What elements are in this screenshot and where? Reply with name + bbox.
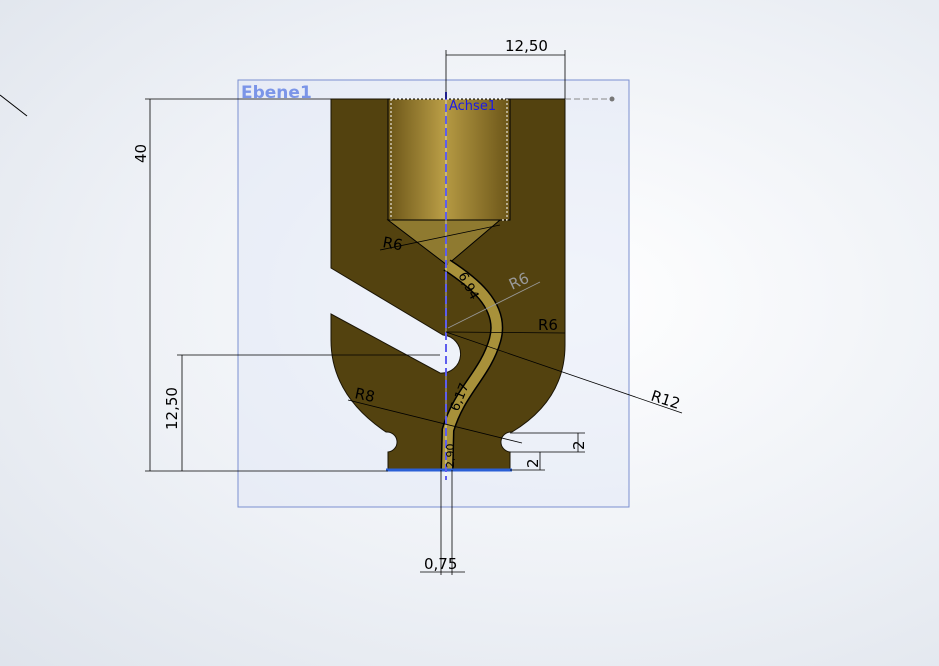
stray-sketch-line <box>0 94 28 117</box>
dim-foot-2[interactable]: 2 <box>524 458 542 468</box>
dim-radius-right[interactable]: R6 <box>538 316 558 334</box>
point[interactable] <box>609 96 615 102</box>
dimensions <box>145 50 683 575</box>
s-channel-fill <box>442 260 502 471</box>
bore-outline-dashed <box>390 98 508 221</box>
dim-length-bottom[interactable]: 2,90 <box>444 444 457 469</box>
bore-cylinder <box>387 98 511 221</box>
dim-hole-height[interactable]: 12,50 <box>163 387 181 430</box>
dim-height[interactable]: 40 <box>132 144 150 163</box>
dim-channel-width[interactable]: 0,75 <box>424 555 457 573</box>
dim-radius-large[interactable]: R12 <box>649 387 683 413</box>
dim-radius-lower[interactable]: R8 <box>353 384 376 406</box>
dim-radius-top[interactable]: R6 <box>381 233 404 254</box>
dim-top-width[interactable]: 12,50 <box>505 37 548 55</box>
dim-foot-1[interactable]: 2 <box>570 440 588 450</box>
axis-label: Achse1 <box>449 99 496 114</box>
plane-label: Ebene1 <box>241 83 312 103</box>
